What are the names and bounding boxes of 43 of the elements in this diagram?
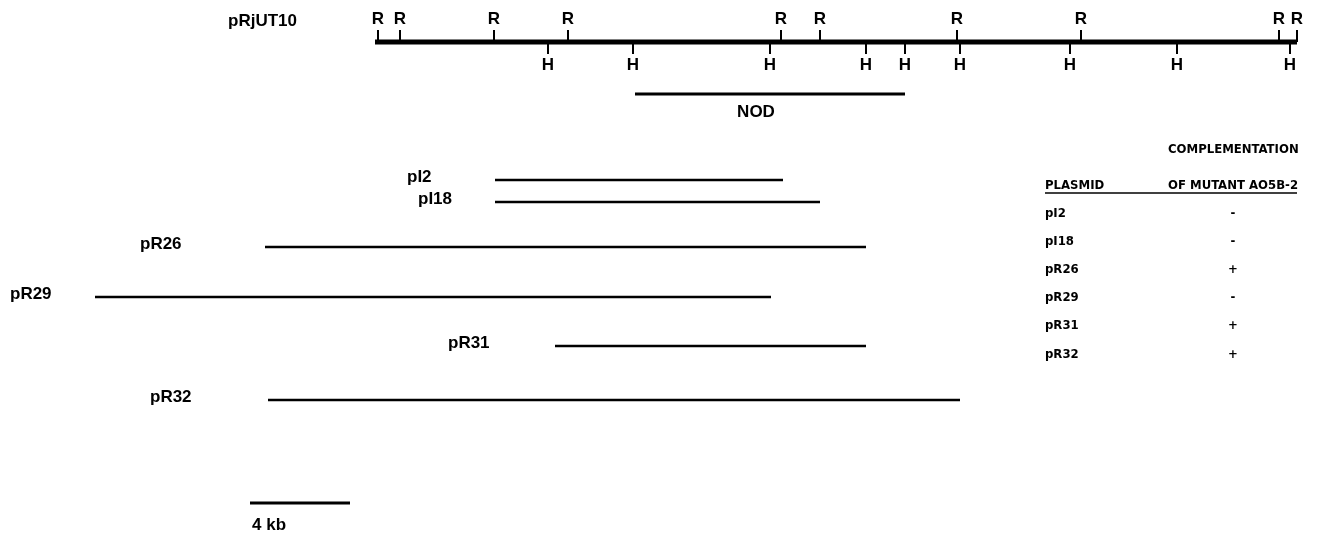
site-label: H	[898, 56, 912, 73]
fragment-label: pR26	[140, 235, 182, 252]
table-cell: -	[1230, 234, 1236, 247]
site-label: R	[1290, 10, 1304, 27]
table-cell: +	[1228, 318, 1238, 331]
site-label: H	[541, 56, 555, 73]
site-label: H	[859, 56, 873, 73]
region-label: NOD	[737, 103, 775, 120]
scale-label: 4 kb	[252, 516, 287, 533]
site-label: R	[393, 10, 407, 27]
table-cell: -	[1230, 206, 1236, 219]
fragment-label: pR31	[448, 334, 490, 351]
table-cell: pI2	[1045, 206, 1066, 219]
table-cell: pR29	[1045, 290, 1079, 303]
site-label: H	[953, 56, 967, 73]
column-header: PLASMID	[1045, 178, 1105, 191]
column-header: OF MUTANT AO5B-2	[1168, 178, 1299, 191]
site-label: H	[763, 56, 777, 73]
fragment-label: pI2	[407, 168, 432, 185]
site-label: H	[1170, 56, 1184, 73]
table-cell: -	[1230, 290, 1236, 303]
plasmid-name: pRjUT10	[228, 12, 297, 29]
table-cell: +	[1228, 262, 1238, 275]
site-label: R	[1074, 10, 1088, 27]
table-cell: pR31	[1045, 318, 1079, 331]
site-label: R	[950, 10, 964, 27]
site-label: R	[561, 10, 575, 27]
site-label: H	[1063, 56, 1077, 73]
fragment-label: pI18	[418, 190, 453, 207]
site-label: R	[371, 10, 385, 27]
site-label: H	[626, 56, 640, 73]
site-label: R	[1272, 10, 1286, 27]
table-cell: pI18	[1045, 234, 1074, 247]
site-label: R	[487, 10, 501, 27]
table-cell: +	[1228, 347, 1238, 360]
fragment-label: pR29	[10, 285, 52, 302]
table-cell: pR32	[1045, 347, 1079, 360]
table-cell: pR26	[1045, 262, 1079, 275]
site-label: H	[1283, 56, 1297, 73]
site-label: R	[813, 10, 827, 27]
column-header: COMPLEMENTATION	[1168, 142, 1299, 155]
fragment-label: pR32	[150, 388, 192, 405]
site-label: R	[774, 10, 788, 27]
